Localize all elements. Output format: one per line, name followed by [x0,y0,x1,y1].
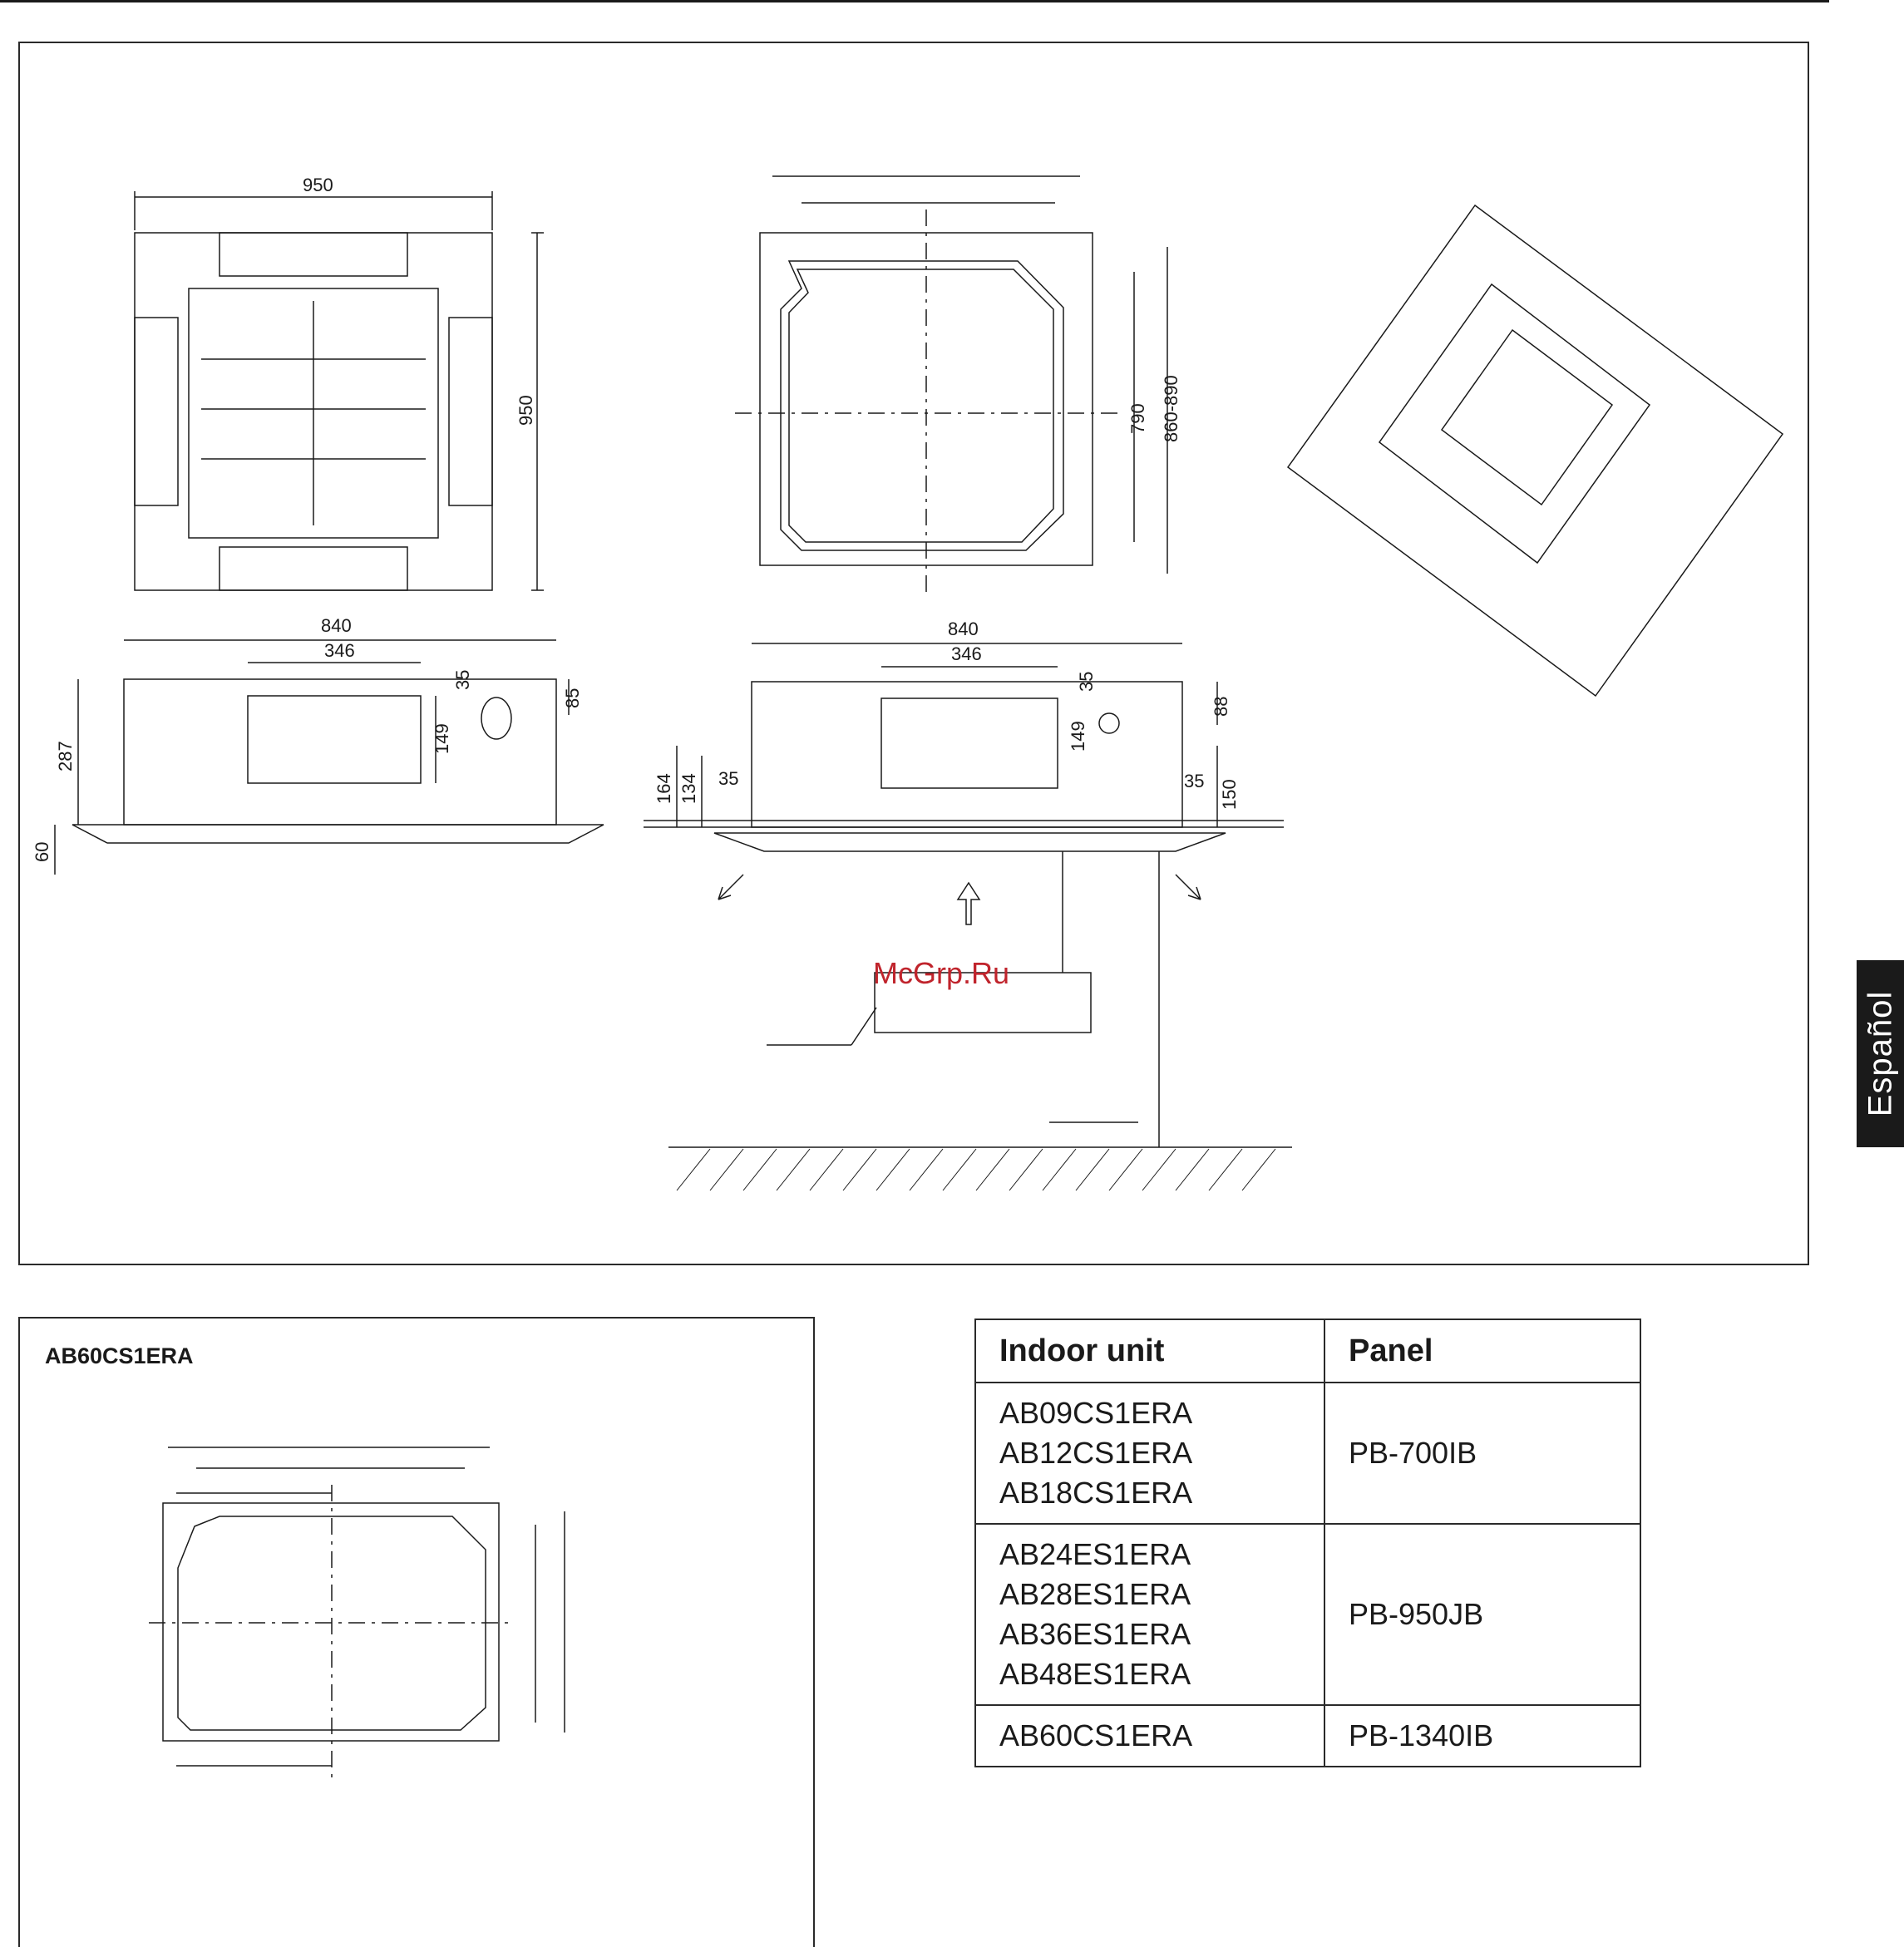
panel-cell: PB-1340IB [1324,1705,1640,1767]
dim-side-85: 85 [562,688,583,708]
language-tab[interactable]: Español [1857,960,1904,1147]
dim-790: 790 [1127,403,1148,434]
dim-side-287: 287 [55,741,76,771]
dimension-drawings: 950 950 790 860-890 840 346 35 149 85 28… [20,43,1808,1264]
dim-top-height: 950 [515,395,536,426]
unit-model: AB24ES1ERA [999,1535,1300,1575]
dim-front-35b: 35 [718,768,738,789]
unit-model: AB09CS1ERA [999,1393,1300,1433]
dim-side-60: 60 [32,842,52,862]
unit-model: AB12CS1ERA [999,1433,1300,1473]
header-indoor-unit: Indoor unit [975,1319,1324,1383]
dim-side-149: 149 [432,723,452,754]
dim-side-35: 35 [452,670,473,690]
dim-front-88: 88 [1211,697,1231,717]
dim-front-164: 164 [654,773,674,804]
unit-model: AB48ES1ERA [999,1654,1300,1694]
watermark: McGrp.Ru [873,956,1009,991]
language-tab-label: Español [1862,991,1899,1117]
dim-side-inner: 346 [324,640,355,661]
panel-table: Indoor unit Panel AB09CS1ERA AB12CS1ERA … [974,1319,1641,1767]
dim-front-150: 150 [1219,779,1240,810]
units-cell: AB60CS1ERA [975,1705,1324,1767]
table-row: AB09CS1ERA AB12CS1ERA AB18CS1ERA PB-700I… [975,1383,1640,1524]
unit-model: AB18CS1ERA [999,1473,1300,1513]
panel-cell: PB-700IB [1324,1383,1640,1524]
unit-model: AB36ES1ERA [999,1614,1300,1654]
units-cell: AB09CS1ERA AB12CS1ERA AB18CS1ERA [975,1383,1324,1524]
side-view-body [124,679,556,825]
table-row: AB60CS1ERA PB-1340IB [975,1705,1640,1767]
panel-cell: PB-950JB [1324,1524,1640,1705]
dim-front-149: 149 [1068,721,1088,752]
table-row: AB24ES1ERA AB28ES1ERA AB36ES1ERA AB48ES1… [975,1524,1640,1705]
unit-model: AB28ES1ERA [999,1575,1300,1614]
unit-model: AB60CS1ERA [999,1716,1300,1756]
ab60-drawing-box: AB60CS1ERA [18,1317,815,1947]
ab60-mounting-drawing [20,1319,813,1947]
dim-side-width: 840 [321,615,352,636]
dim-top-width: 950 [303,175,333,195]
top-rule [0,0,1829,2]
dim-front-35c: 35 [1184,771,1204,791]
dim-front-134: 134 [678,773,699,804]
units-cell: AB24ES1ERA AB28ES1ERA AB36ES1ERA AB48ES1… [975,1524,1324,1705]
dim-front-inner: 346 [951,643,982,664]
dim-front-35: 35 [1076,672,1097,692]
front-view-body [752,682,1182,827]
dim-front-width: 840 [948,619,979,639]
dim-860-890: 860-890 [1161,375,1181,442]
header-panel: Panel [1324,1319,1640,1383]
rotated-panel-view [1288,205,1783,696]
dimension-drawing-frame: 950 950 790 860-890 840 346 35 149 85 28… [18,42,1809,1265]
